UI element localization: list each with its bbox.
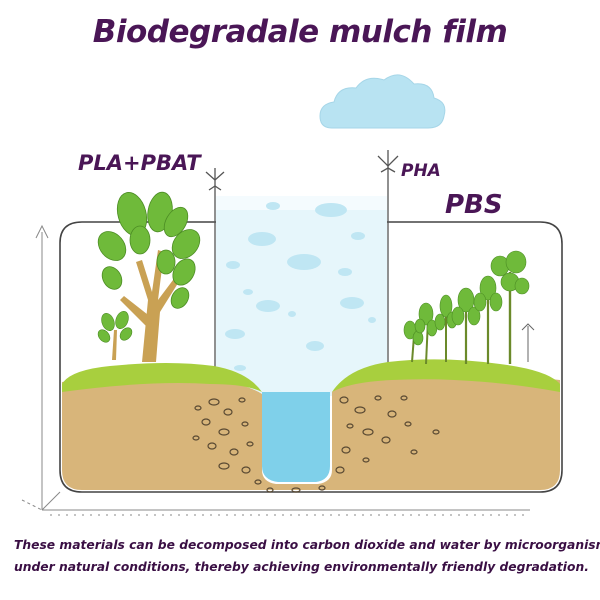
stake-left — [205, 168, 225, 372]
label-pha: PHA — [401, 161, 441, 181]
grass-right — [332, 359, 560, 392]
label-pbs: PBS — [445, 190, 503, 220]
soil-pebbles — [192, 395, 440, 493]
seedling-icon — [403, 250, 530, 365]
sketch-frame — [59, 221, 563, 493]
sketch-seedling-right — [521, 323, 535, 362]
soil-ground — [62, 371, 560, 490]
grass-left — [62, 363, 262, 392]
stake-right — [377, 150, 399, 372]
label-pla-pbat: PLA+PBAT — [78, 151, 201, 175]
caption-line-1: These materials can be decomposed into c… — [14, 538, 600, 552]
water-bubbles — [225, 202, 376, 371]
sketch-axes — [21, 224, 530, 516]
sapling-icon — [97, 310, 133, 360]
water-channel-icon — [262, 392, 330, 482]
caption: These materials can be decomposed into c… — [14, 534, 600, 578]
caption-line-2: under natural conditions, thereby achiev… — [14, 560, 589, 574]
diagram-title: Biodegradale mulch film — [92, 14, 508, 50]
cloud-icon — [319, 74, 446, 129]
water-column — [216, 196, 387, 396]
tree-icon — [97, 191, 201, 362]
